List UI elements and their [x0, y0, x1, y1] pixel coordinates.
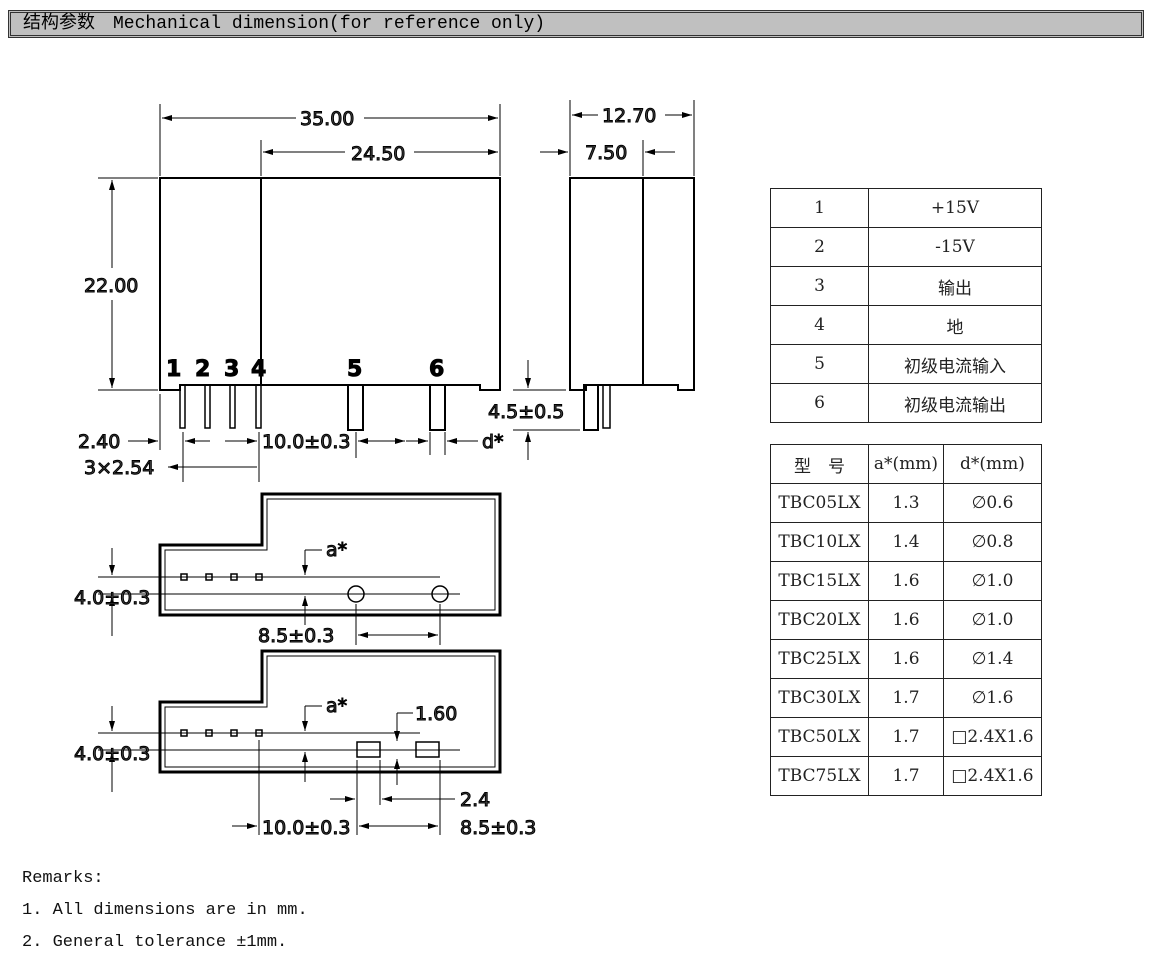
d-cell: ∅0.8 — [943, 522, 1042, 562]
pin-label-6: 6 — [429, 357, 444, 382]
model-cell: TBC75LX — [770, 756, 869, 796]
bottom-view-round — [98, 492, 502, 645]
a-cell: 1.4 — [868, 522, 944, 562]
model-cell: TBC25LX — [770, 639, 869, 679]
model-cell: TBC10LX — [770, 522, 869, 562]
side-view — [569, 177, 695, 431]
dim-row-offset-round: 4.0±0.3 — [74, 587, 150, 609]
remarks-title: Remarks: — [22, 869, 104, 888]
a-cell: 1.6 — [868, 600, 944, 640]
a-cell: 1.3 — [868, 483, 944, 523]
pin-number: 5 — [770, 344, 869, 384]
front-view — [159, 177, 501, 431]
model-cell: TBC15LX — [770, 561, 869, 601]
dim-height: 22.00 — [84, 275, 138, 297]
section-header: 结构参数 Mechanical dimension(for reference o… — [8, 10, 1144, 38]
d-cell: ∅1.6 — [943, 678, 1042, 718]
header-title-en: Mechanical dimension(for reference only) — [113, 14, 546, 34]
col-header: 型 号 — [770, 444, 869, 484]
dim-spacing-round: 8.5±0.3 — [258, 625, 334, 647]
dim-pin-pitch: 3×2.54 — [84, 457, 154, 479]
pin-function: 输出 — [868, 266, 1042, 306]
model-cell: TBC30LX — [770, 678, 869, 718]
pin-label-3: 3 — [224, 357, 239, 382]
dim-row-offset-square: 4.0±0.3 — [74, 743, 150, 765]
pin-label-1: 1 — [166, 357, 181, 382]
dim-pin-length: 4.5±0.5 — [488, 401, 564, 423]
pin-number: 6 — [770, 383, 869, 423]
d-cell: ∅1.0 — [943, 600, 1042, 640]
dim-spacing2-square: 8.5±0.3 — [460, 817, 536, 839]
pin-function: -15V — [868, 227, 1042, 267]
pin-label-4: 4 — [251, 357, 266, 382]
dim-a-round: a* — [326, 539, 347, 561]
model-cell: TBC50LX — [770, 717, 869, 757]
d-cell: ∅0.6 — [943, 483, 1042, 523]
dim-depth-inner: 7.50 — [585, 142, 627, 164]
pin-number: 2 — [770, 227, 869, 267]
pin-function: 初级电流输出 — [868, 383, 1042, 423]
dim-a-square: a* — [326, 695, 347, 717]
d-cell: ∅1.4 — [943, 639, 1042, 679]
a-cell: 1.7 — [868, 678, 944, 718]
dim-pin-spacing: 10.0±0.3 — [262, 431, 350, 453]
col-header: d*(mm) — [943, 444, 1042, 484]
a-cell: 1.6 — [868, 639, 944, 679]
pin-number: 1 — [770, 188, 869, 228]
model-cell: TBC05LX — [770, 483, 869, 523]
pin-function: 初级电流输入 — [868, 344, 1042, 384]
d-cell: □2.4X1.6 — [943, 717, 1042, 757]
a-cell: 1.7 — [868, 717, 944, 757]
dim-spacing1-square: 10.0±0.3 — [262, 817, 350, 839]
pin-number: 4 — [770, 305, 869, 345]
dim-depth: 12.70 — [602, 105, 656, 127]
pin-number: 3 — [770, 266, 869, 306]
dim-width-body: 24.50 — [351, 143, 405, 165]
col-header: a*(mm) — [868, 444, 944, 484]
front-dimensions — [98, 104, 501, 482]
dim-width-total: 35.00 — [300, 108, 354, 130]
remark-item: 1. All dimensions are in mm. — [22, 901, 308, 920]
remark-item: 2. General tolerance ±1mm. — [22, 933, 288, 952]
model-cell: TBC20LX — [770, 600, 869, 640]
dim-pin-width: 1.60 — [415, 703, 457, 725]
header-title-cn: 结构参数 — [23, 14, 95, 34]
pin-label-2: 2 — [195, 357, 210, 382]
dim-pin-len: 2.4 — [460, 789, 490, 811]
d-cell: □2.4X1.6 — [943, 756, 1042, 796]
d-cell: ∅1.0 — [943, 561, 1042, 601]
pin-function: 地 — [868, 305, 1042, 345]
a-cell: 1.6 — [868, 561, 944, 601]
pin-label-5: 5 — [347, 357, 362, 382]
pin-function: +15V — [868, 188, 1042, 228]
table-row: 2-15V — [770, 227, 1042, 267]
table-row: 1+15V — [770, 188, 1042, 228]
dim-pin-dia: d* — [482, 431, 504, 453]
a-cell: 1.7 — [868, 756, 944, 796]
bottom-view-square — [98, 649, 502, 835]
dim-pin-offset: 2.40 — [78, 431, 120, 453]
